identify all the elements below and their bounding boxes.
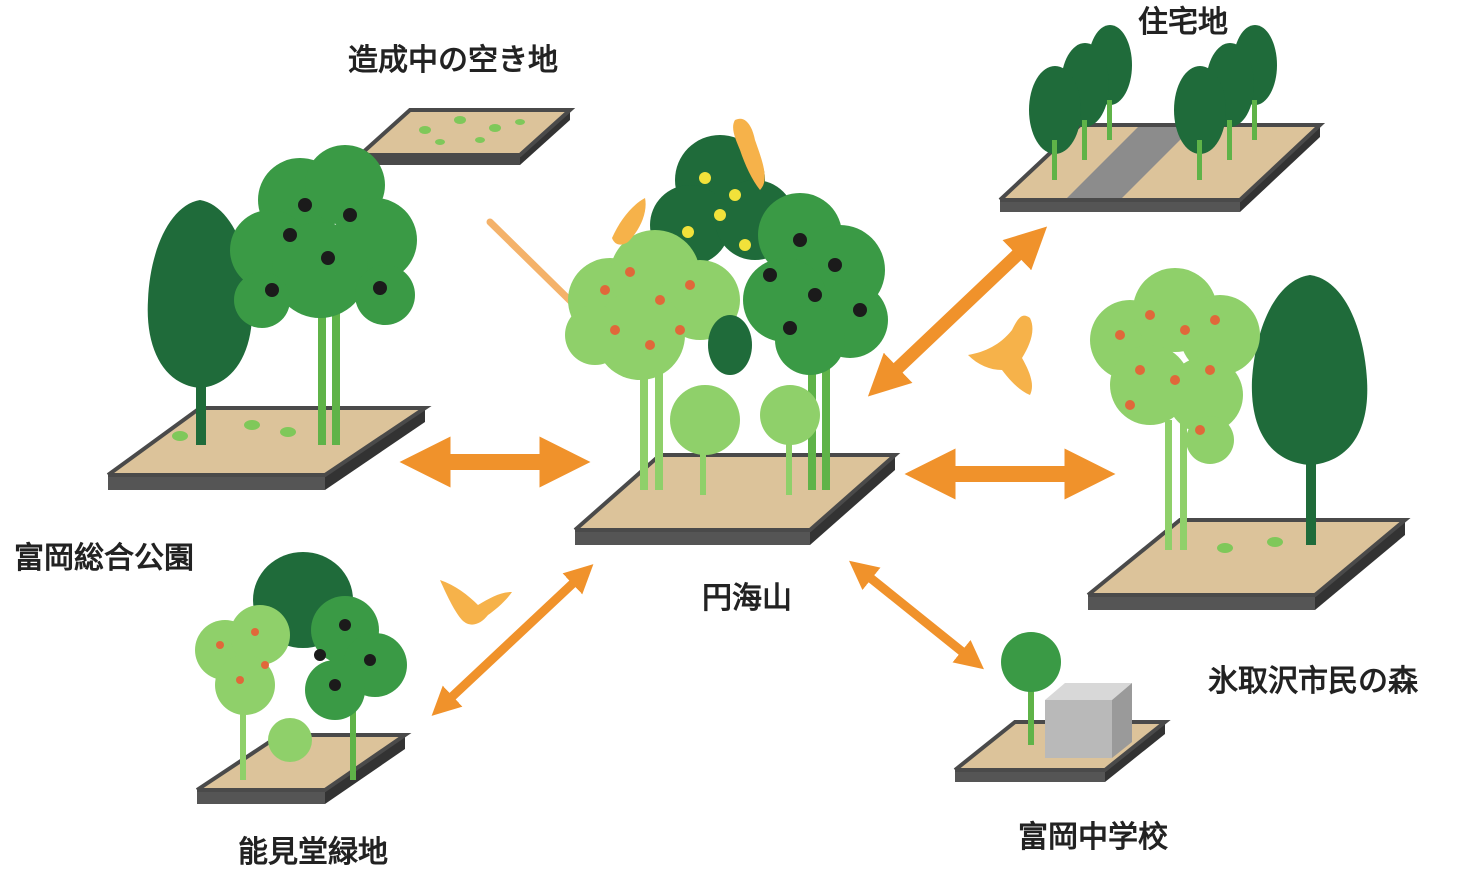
residential-illustration bbox=[998, 25, 1326, 212]
tree-icon bbox=[1251, 275, 1368, 465]
road bbox=[1065, 125, 1195, 200]
arrow-center-residential bbox=[867, 226, 1048, 397]
center-illustration bbox=[565, 135, 901, 545]
tree-icon bbox=[708, 315, 752, 375]
tree-icon bbox=[1090, 268, 1260, 464]
bird-icon bbox=[733, 118, 765, 190]
label-center: 円海山 bbox=[702, 581, 792, 616]
birds bbox=[440, 118, 1033, 625]
tree-icon bbox=[147, 200, 253, 388]
school-building bbox=[1045, 683, 1132, 758]
tree-icon bbox=[743, 193, 888, 375]
forest-illustration bbox=[1086, 268, 1411, 610]
tree-icon bbox=[1001, 632, 1061, 692]
bird-icon bbox=[968, 315, 1033, 395]
tree-icon bbox=[195, 605, 290, 715]
tree-icon bbox=[230, 145, 417, 328]
arrow-center-green bbox=[431, 564, 594, 716]
label-school: 富岡中学校 bbox=[1018, 820, 1168, 855]
park-illustration bbox=[106, 145, 432, 490]
school-illustration bbox=[953, 632, 1171, 782]
bird-icon bbox=[440, 580, 512, 625]
tree-icon bbox=[268, 718, 312, 762]
label-park: 富岡総合公園 bbox=[14, 541, 194, 576]
tree-icon bbox=[1029, 25, 1277, 154]
green-illustration bbox=[195, 552, 412, 804]
label-forest: 氷取沢市民の森 bbox=[1208, 664, 1418, 699]
empty-lot-illustration bbox=[358, 108, 576, 165]
connection-arrows bbox=[399, 218, 1116, 716]
arrow-center-school bbox=[849, 560, 984, 670]
bird-icon bbox=[612, 198, 646, 245]
tree-icon bbox=[670, 385, 820, 455]
label-residential: 住宅地 bbox=[1138, 5, 1228, 40]
label-empty-lot: 造成中の空き地 bbox=[348, 43, 558, 78]
tree-icon bbox=[565, 230, 740, 380]
label-green: 能見堂緑地 bbox=[238, 835, 388, 870]
